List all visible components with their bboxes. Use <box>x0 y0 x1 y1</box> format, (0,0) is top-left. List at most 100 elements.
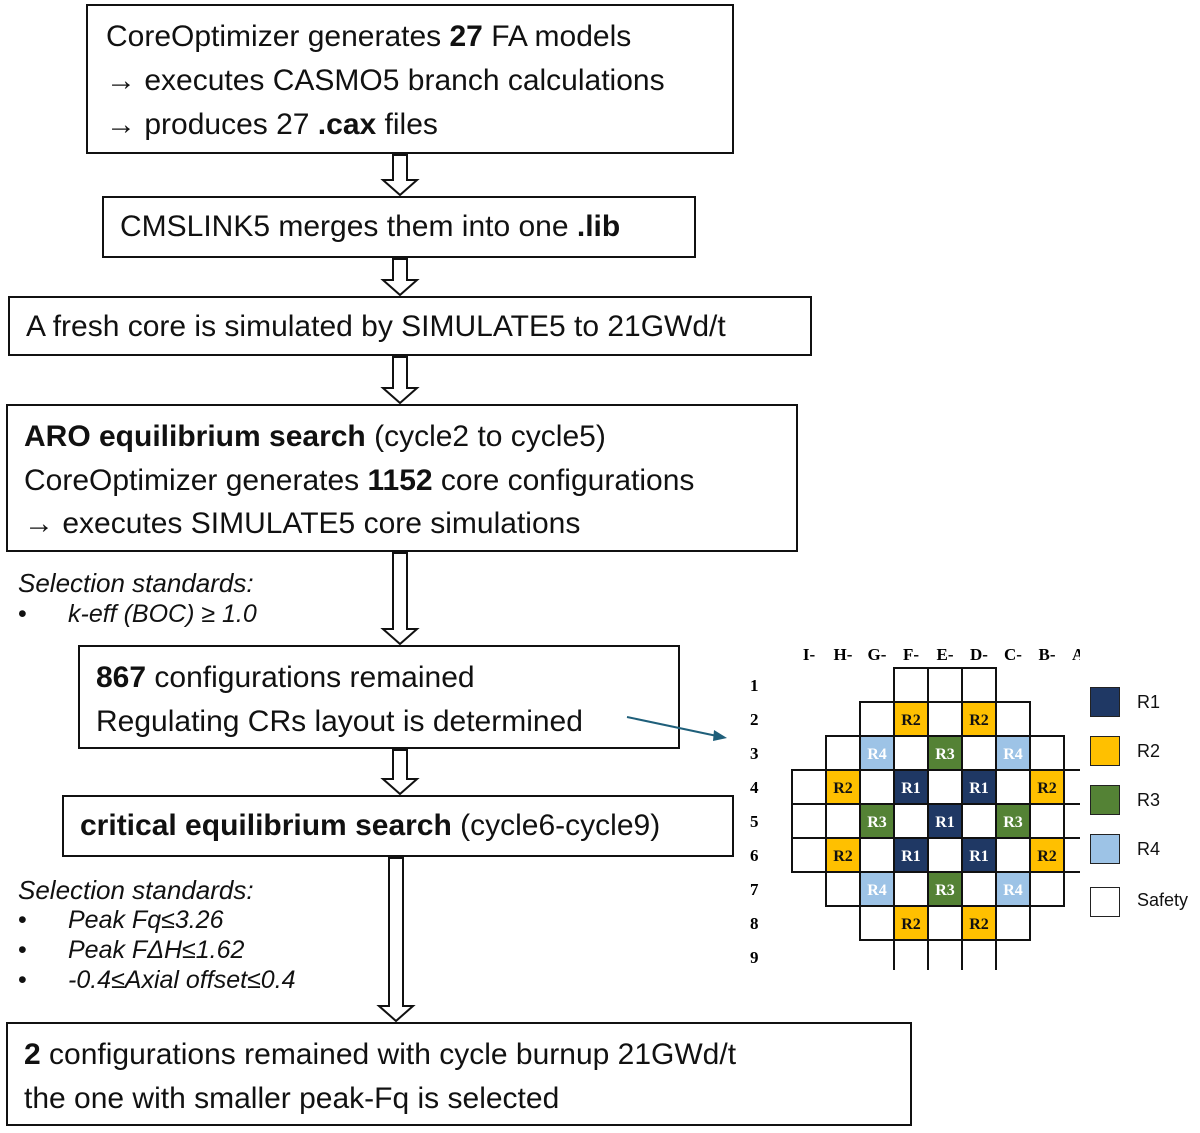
step-text: CoreOptimizer generates 1152 core config… <box>24 464 695 497</box>
core-cell-safety <box>927 837 963 873</box>
step-text: → produces 27 .cax files <box>106 108 438 141</box>
core-cell-label: R3 <box>1003 814 1023 831</box>
step-text: → executes CASMO5 branch calculations <box>106 64 665 97</box>
pointer-arrow <box>626 716 727 741</box>
step-text: 867 configurations remained <box>96 661 475 694</box>
core-row-label: 9 <box>750 948 759 967</box>
core-cell-label: R2 <box>969 916 989 933</box>
core-cell-label: R2 <box>901 712 921 729</box>
core-cell-r4 <box>859 871 895 907</box>
step-text: ARO equilibrium search (cycle2 to cycle5… <box>24 420 606 453</box>
step-text: → executes SIMULATE5 core simulations <box>24 507 581 540</box>
legend-swatch-safety <box>1090 887 1120 917</box>
flow-arrow <box>380 356 420 404</box>
core-row-label: 3 <box>750 744 759 763</box>
core-cell-label: R3 <box>867 814 887 831</box>
step-box-cmslink: CMSLINK5 merges them into one .lib <box>102 196 696 258</box>
core-column-label: G- <box>868 645 887 664</box>
core-column-label: E- <box>937 645 954 664</box>
legend-swatch-r3 <box>1090 785 1120 815</box>
legend-label: R3 <box>1137 790 1161 810</box>
core-cell-label: R4 <box>1003 746 1023 763</box>
core-cell-label: R2 <box>833 780 853 797</box>
core-cell-safety <box>825 735 861 771</box>
core-cell-label: R1 <box>901 780 921 797</box>
step-box-fresh-core: A fresh core is simulated by SIMULATE5 t… <box>8 296 812 356</box>
core-cell-r2 <box>893 905 929 941</box>
step-text: CMSLINK5 merges them into one .lib <box>120 210 621 243</box>
step-text: critical equilibrium search (cycle6-cycl… <box>80 809 661 842</box>
selection-standard-item: • -0.4≤Axial offset≤0.4 <box>18 966 296 994</box>
core-cell-safety <box>961 803 997 839</box>
core-cell-safety <box>1063 769 1080 805</box>
core-cell-label: R4 <box>867 882 887 899</box>
core-row-label: 7 <box>750 880 759 899</box>
core-cell-safety <box>791 837 827 873</box>
core-cell-safety <box>893 735 929 771</box>
core-cell-safety <box>995 837 1031 873</box>
core-cell-label: R1 <box>969 780 989 797</box>
core-cell-label: R2 <box>833 848 853 865</box>
core-cell-safety <box>893 939 929 970</box>
step-text: Regulating CRs layout is determined <box>96 705 583 738</box>
core-cell-safety <box>927 939 963 970</box>
step-text: CoreOptimizer generates 27 FA models <box>106 20 632 53</box>
core-column-label: B- <box>1039 645 1056 664</box>
core-cell-safety <box>893 803 929 839</box>
flow-arrow <box>380 749 420 795</box>
core-cell-label: R1 <box>969 848 989 865</box>
core-cell-safety <box>961 735 997 771</box>
flow-arrow <box>380 154 420 196</box>
legend-swatch-r1 <box>1090 687 1120 717</box>
core-column-label: C- <box>1004 645 1022 664</box>
core-cell-safety <box>1029 803 1065 839</box>
core-cell-safety <box>893 667 929 703</box>
core-cell-safety <box>791 769 827 805</box>
step-text: the one with smaller peak-Fq is selected <box>24 1082 560 1115</box>
selection-standard-item: • Peak FΔH≤1.62 <box>18 936 245 964</box>
core-row-label: 4 <box>750 778 759 797</box>
core-cell-r2 <box>1029 837 1065 873</box>
core-cell-r1 <box>961 769 997 805</box>
core-row-label: 8 <box>750 914 759 933</box>
step-box-final-selection: 2 configurations remained with cycle bur… <box>6 1022 912 1126</box>
flow-arrow <box>376 857 416 1022</box>
core-cell-safety <box>1029 735 1065 771</box>
core-row-label: 5 <box>750 812 759 831</box>
step-box-867-configs: 867 configurations remained Regulating C… <box>78 645 680 749</box>
core-cell-label: R4 <box>1003 882 1023 899</box>
core-row-label: 6 <box>750 846 759 865</box>
legend-label: Safety <box>1137 890 1189 910</box>
core-column-label: I- <box>803 645 816 664</box>
core-cell-safety <box>825 803 861 839</box>
core-cell-safety <box>995 905 1031 941</box>
core-cell-label: R3 <box>935 746 955 763</box>
step-box-aro-search: ARO equilibrium search (cycle2 to cycle5… <box>6 404 798 552</box>
step-box-fa-models: CoreOptimizer generates 27 FA models → e… <box>86 4 734 154</box>
selection-standard-item: • Peak Fq≤3.26 <box>18 906 224 934</box>
core-row-label: 2 <box>750 710 759 729</box>
core-cell-label: R2 <box>1037 780 1057 797</box>
core-map: I-H-G-F-E-D-C-B-A-123456789R2R2R4R3R4R2R… <box>750 645 1080 970</box>
core-cell-safety <box>961 939 997 970</box>
selection-standard-item: • k-eff (BOC) ≥ 1.0 <box>18 600 257 628</box>
core-cell-safety <box>1029 871 1065 907</box>
core-cell-r3 <box>859 803 895 839</box>
core-cell-safety <box>1063 837 1080 873</box>
legend-swatch-r4 <box>1090 834 1120 864</box>
core-cell-safety <box>927 701 963 737</box>
legend-label: R1 <box>1137 692 1161 712</box>
core-cell-safety <box>893 871 929 907</box>
selection-standards-title: Selection standards: <box>18 568 254 598</box>
core-cell-safety <box>927 905 963 941</box>
step-box-critical-search: critical equilibrium search (cycle6-cycl… <box>62 795 734 857</box>
step-text: 2 configurations remained with cycle bur… <box>24 1038 737 1071</box>
core-cell-safety <box>859 701 895 737</box>
core-column-label: H- <box>834 645 853 664</box>
core-cell-safety <box>961 871 997 907</box>
core-row-label: 1 <box>750 676 759 695</box>
core-cell-safety <box>961 667 997 703</box>
core-cell-r4 <box>995 871 1031 907</box>
core-cell-safety <box>859 905 895 941</box>
legend-label: R2 <box>1137 741 1161 761</box>
